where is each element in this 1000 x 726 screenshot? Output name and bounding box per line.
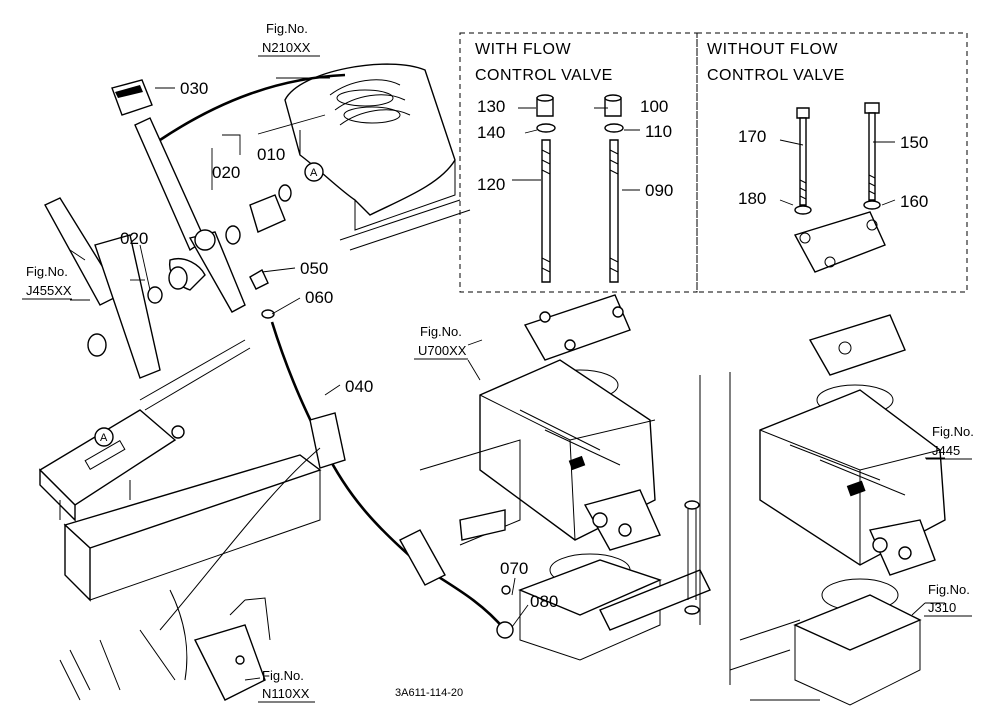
stud-120 [541, 139, 551, 283]
fig-j310-code: J310 [928, 600, 956, 615]
fig-j310-label: Fig.No. [928, 582, 970, 597]
part-150: 150 [900, 133, 928, 152]
with-flow-title-1: WITH FLOW [475, 41, 571, 58]
with-flow-title-2: CONTROL VALVE [475, 67, 613, 84]
lever-assembly [111, 79, 246, 313]
washer-110 [604, 123, 624, 133]
part-100: 100 [640, 97, 668, 116]
marker-a-top-label: A [310, 167, 318, 179]
part-140: 140 [477, 123, 505, 142]
clip-050 [249, 269, 269, 290]
part-030: 030 [180, 79, 208, 98]
part-010: 010 [257, 145, 285, 164]
part-170: 170 [738, 127, 766, 146]
part-130: 130 [477, 97, 505, 116]
washer-140 [536, 123, 556, 133]
flow-control-valve [419, 294, 662, 661]
part-160: 160 [900, 192, 928, 211]
main-valve [729, 314, 946, 706]
fig-j445-label: Fig.No. [932, 424, 974, 439]
pin-070 [501, 585, 511, 595]
part-080: 080 [530, 592, 558, 611]
part-020-upper: 020 [212, 163, 240, 182]
valve-linkage [599, 500, 711, 631]
nut-130 [536, 94, 554, 117]
left-lever-bracket [44, 197, 163, 379]
marker-a-top: A [304, 162, 324, 182]
fig-j455-label: Fig.No. [26, 264, 68, 279]
linkage-mount [38, 339, 251, 522]
nut-100 [604, 94, 622, 117]
washer-160 [863, 200, 881, 210]
without-flow-title-2: CONTROL VALVE [707, 67, 845, 84]
fig-n110-label: Fig.No. [262, 668, 304, 683]
bolt-170 [796, 107, 810, 206]
leader-lines [699, 372, 731, 685]
control-cable [159, 321, 514, 639]
fig-u700-label: Fig.No. [420, 324, 462, 339]
fig-j455-code: J455XX [26, 283, 72, 298]
without-flow-title-1: WITHOUT FLOW [707, 41, 838, 58]
stud-090 [609, 139, 619, 283]
part-020-lower: 020 [120, 229, 148, 248]
washer-180 [794, 205, 812, 215]
washer-060 [261, 309, 275, 319]
part-120: 120 [477, 175, 505, 194]
part-180: 180 [738, 189, 766, 208]
part-040: 040 [345, 377, 373, 396]
fig-j445-code: J445 [932, 443, 960, 458]
drawing-code: 3A611-114-20 [395, 687, 463, 699]
fig-n210-code: N210XX [262, 40, 311, 55]
without-flow-panel [696, 32, 968, 293]
part-110: 110 [645, 122, 672, 141]
part-050: 050 [300, 259, 328, 278]
pivot-bush [225, 184, 292, 245]
leaders [69, 73, 945, 681]
marker-a-left: A [94, 427, 114, 447]
fig-u700-code: U700XX [418, 343, 467, 358]
with-flow-panel [459, 32, 698, 293]
part-090: 090 [645, 181, 673, 200]
lower-bracket [59, 597, 271, 701]
part-060: 060 [305, 288, 333, 307]
cover-plate [793, 211, 886, 273]
bolt-150 [864, 102, 880, 201]
lower-plate [63, 454, 322, 681]
fig-n110-code: N110XX [262, 686, 310, 701]
marker-a-left-label: A [100, 432, 108, 444]
part-070: 070 [500, 559, 528, 578]
console-cover [284, 63, 471, 251]
fig-n210-label: Fig.No. [266, 21, 308, 36]
